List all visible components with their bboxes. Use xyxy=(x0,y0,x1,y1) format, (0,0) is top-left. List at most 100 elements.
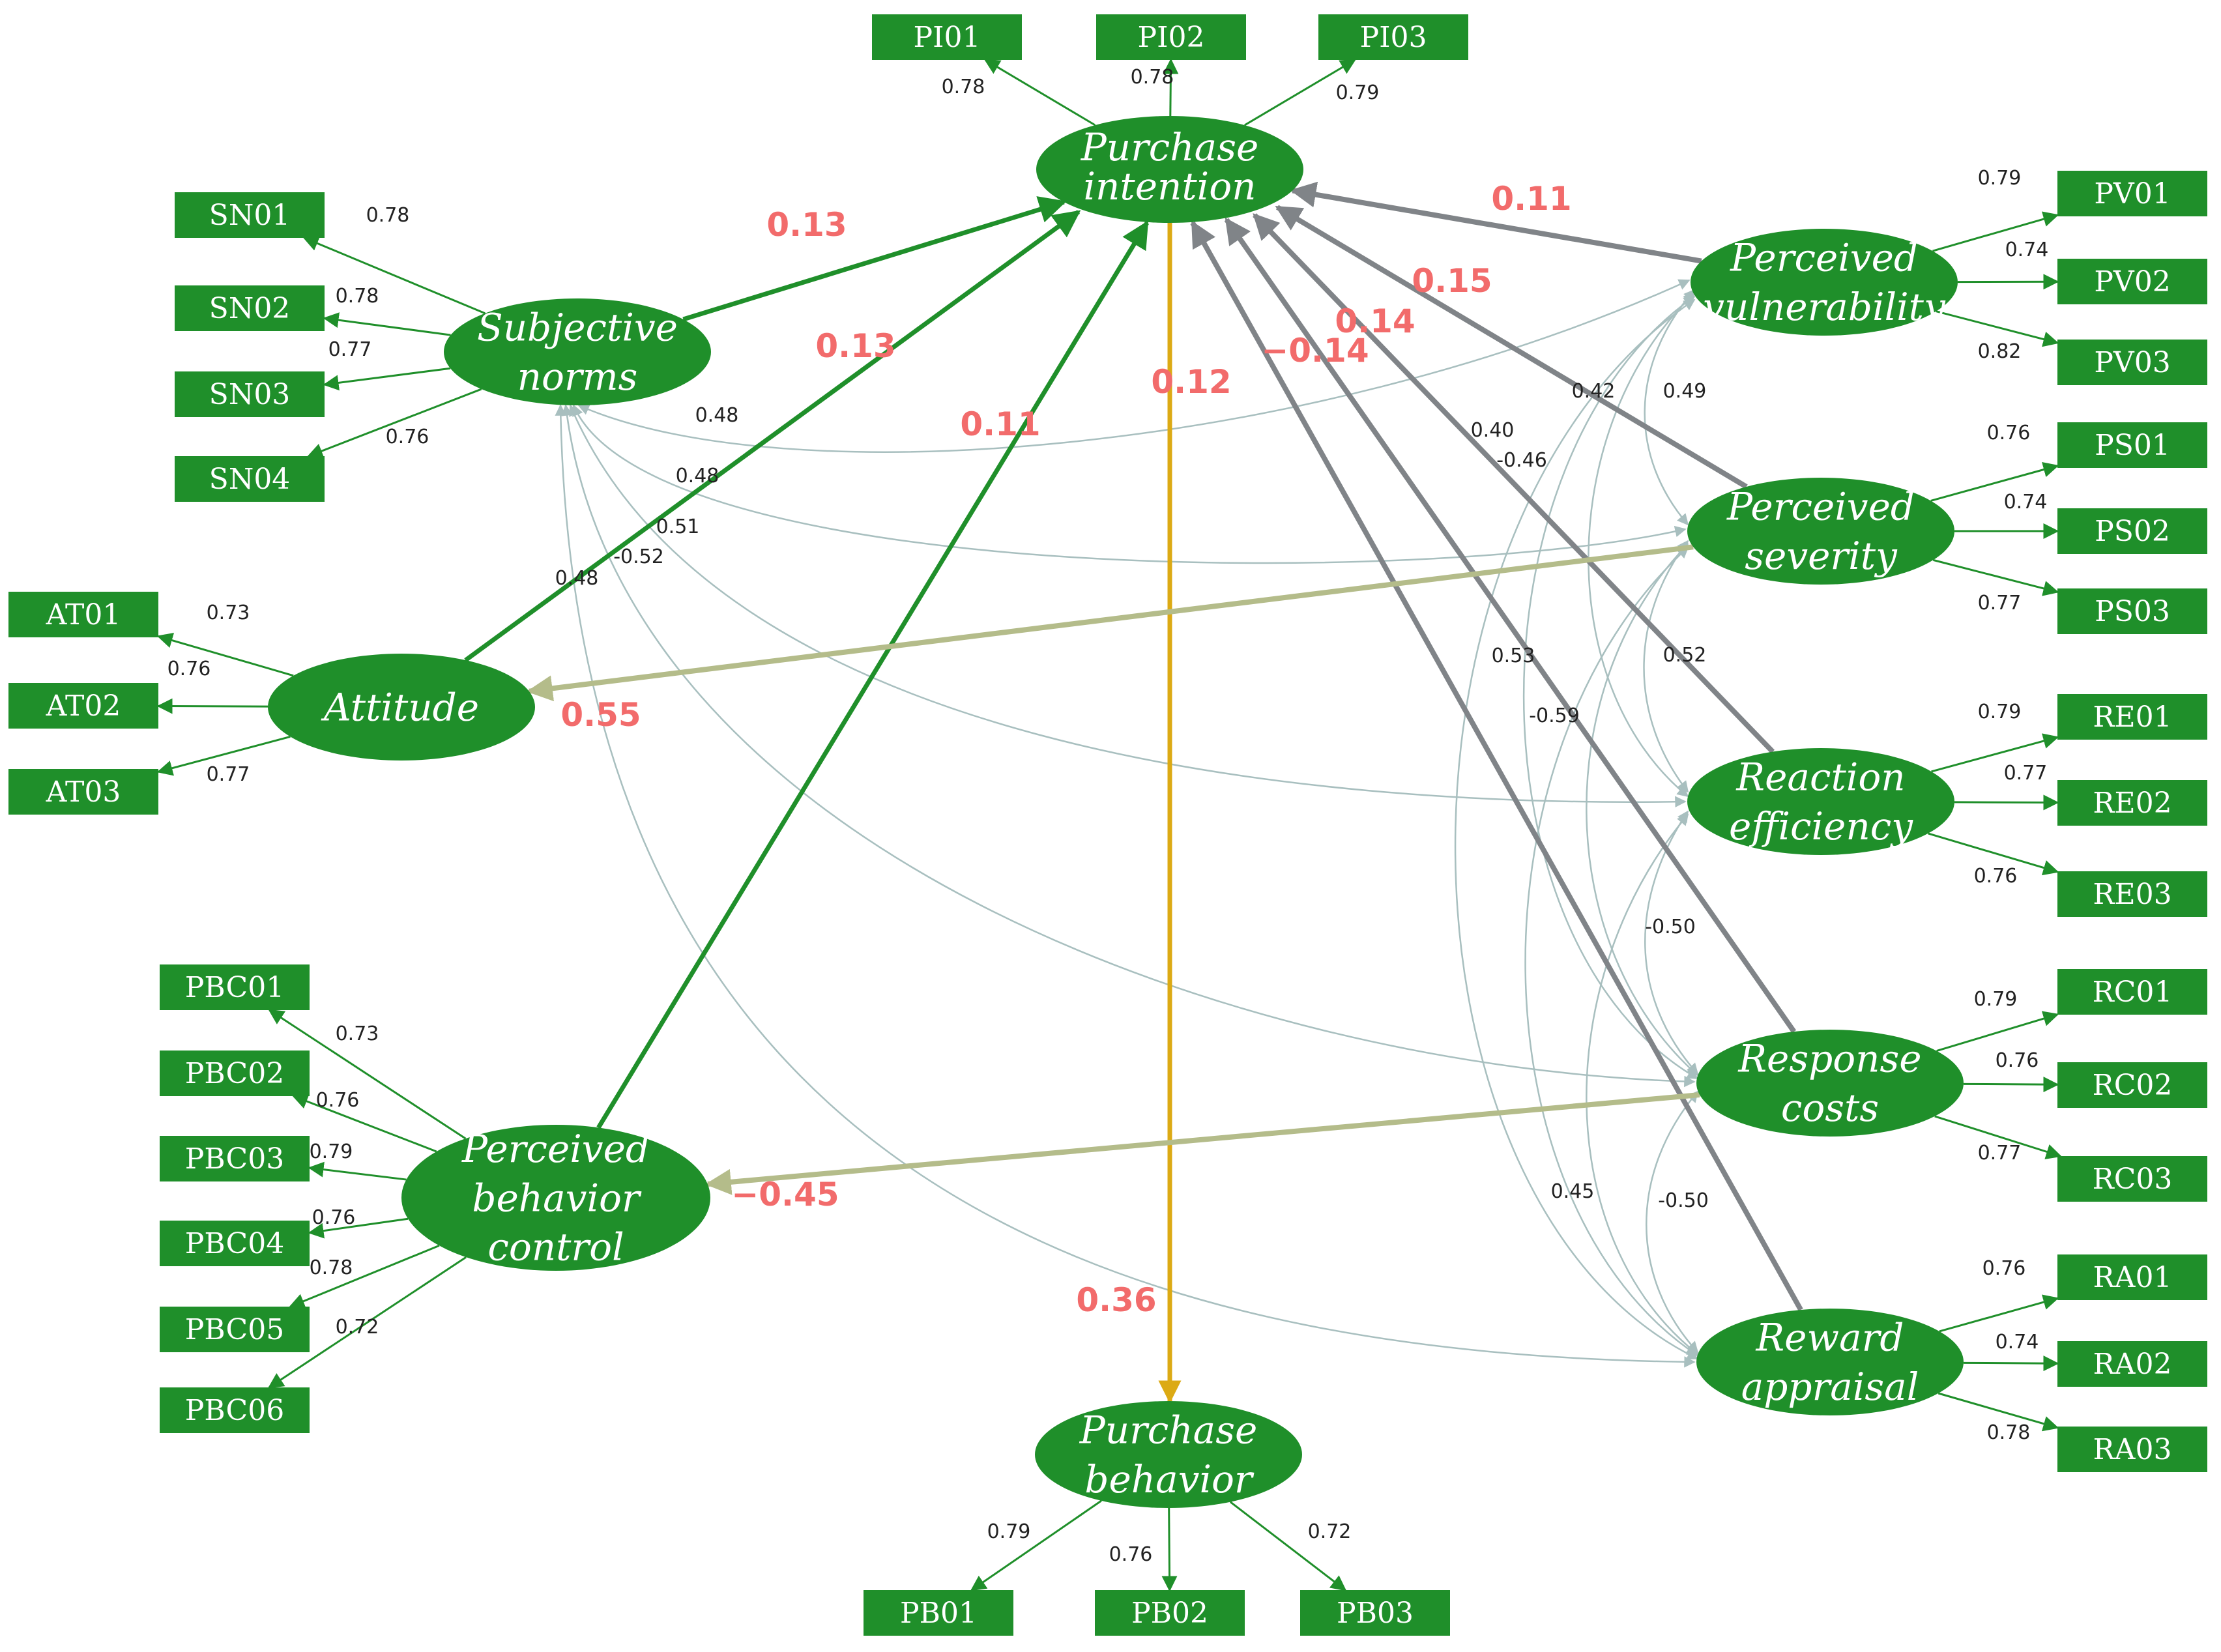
pi-loading-arrow xyxy=(983,59,1096,126)
loading-value-pb03: 0.72 xyxy=(1308,1520,1352,1543)
indicator-label: PI02 xyxy=(1138,21,1205,54)
correlation-value-pv-re: 0.42 xyxy=(1572,380,1616,403)
correlation-curve-pv-ps xyxy=(1644,289,1696,526)
at-loading-arrow xyxy=(156,632,294,677)
indicator-box-sn04: SN04 xyxy=(175,456,325,502)
latent-label: behavior xyxy=(1084,1457,1255,1501)
correlation-curve-ps-ra xyxy=(1524,546,1699,1357)
indicator-label: PBC04 xyxy=(185,1227,284,1260)
latent-label: costs xyxy=(1781,1086,1879,1130)
path-coefficient-pbc-pi: 0.11 xyxy=(960,405,1040,443)
correlation-curve-sn-pv xyxy=(577,279,1691,453)
indicator-label: PB01 xyxy=(900,1597,977,1630)
path-arrow-rc-pi xyxy=(1224,217,1797,1034)
indicator-label: RE01 xyxy=(2093,701,2171,734)
latent-label: efficiency xyxy=(1729,804,1913,848)
correlation-value-ps-re: 0.52 xyxy=(1663,644,1707,667)
loading-value-pi02: 0.78 xyxy=(1131,66,1174,89)
loading-value-ra01: 0.76 xyxy=(1982,1257,2026,1280)
indicator-box-pbc01: PBC01 xyxy=(160,964,310,1010)
indicator-box-pbc04: PBC04 xyxy=(160,1221,310,1266)
indicator-box-pbc06: PBC06 xyxy=(160,1387,310,1433)
indicator-box-pbc05: PBC05 xyxy=(160,1307,310,1352)
latent-label: severity xyxy=(1745,534,1898,578)
indicator-box-pb03: PB03 xyxy=(1300,1590,1450,1636)
path-coefficient-pi-pb: 0.36 xyxy=(1076,1281,1156,1319)
indicator-box-pbc02: PBC02 xyxy=(160,1051,310,1096)
path-coefficient-pv-pi: 0.11 xyxy=(1491,180,1571,218)
pbc-loading-arrow xyxy=(292,1094,437,1153)
correlation-curve-pv-rc xyxy=(1522,295,1699,1080)
indicator-box-ps01: PS01 xyxy=(2057,422,2207,468)
pb-loading-arrow xyxy=(970,1500,1102,1591)
loading-value-pbc05: 0.78 xyxy=(310,1256,353,1279)
correlation-value-ps-rc: 0.53 xyxy=(1492,645,1535,667)
path-coefficient-sn-pi: 0.13 xyxy=(766,206,847,244)
indicator-label: PBC02 xyxy=(185,1057,284,1090)
loading-value-at01: 0.73 xyxy=(207,601,250,624)
loading-value-re02: 0.77 xyxy=(2004,762,2048,785)
indicator-label: PI01 xyxy=(914,21,981,54)
pbc-loading-arrow xyxy=(267,1256,467,1389)
indicator-label: RE02 xyxy=(2093,787,2171,820)
latent-label: behavior xyxy=(472,1176,642,1220)
latent-label: appraisal xyxy=(1741,1365,1919,1409)
latent-label: Subjective xyxy=(477,306,678,350)
loading-value-ra02: 0.74 xyxy=(1996,1331,2039,1354)
indicator-label: PBC05 xyxy=(185,1313,284,1346)
loading-value-pv01: 0.79 xyxy=(1978,167,2022,190)
path-arrow-ra-pi xyxy=(1190,220,1803,1311)
indicator-label: PV01 xyxy=(2094,177,2170,210)
rc-loading-arrow xyxy=(1936,1011,2059,1052)
loading-value-ps03: 0.77 xyxy=(1978,592,2022,615)
correlation-curve-sn-ra xyxy=(555,404,1696,1368)
indicator-box-ra01: RA01 xyxy=(2057,1254,2207,1300)
indicator-label: RC01 xyxy=(2093,976,2173,1009)
loading-value-rc01: 0.79 xyxy=(1974,988,2018,1011)
correlation-value-ps-ra: -0.59 xyxy=(1529,704,1580,727)
sn-loading-arrow xyxy=(307,388,482,459)
indicator-label: PB03 xyxy=(1337,1597,1414,1630)
sn-loading-arrow xyxy=(323,312,451,336)
indicator-box-ps02: PS02 xyxy=(2057,508,2207,554)
indicator-box-ra02: RA02 xyxy=(2057,1341,2207,1387)
loading-value-sn01: 0.78 xyxy=(366,204,410,227)
latent-label: Response xyxy=(1737,1037,1921,1081)
loading-value-pbc03: 0.79 xyxy=(310,1140,353,1163)
path-arrow-pbc-pi xyxy=(596,220,1149,1129)
path-coefficient-at-pi: 0.13 xyxy=(815,327,895,365)
indicator-box-pv03: PV03 xyxy=(2057,340,2207,385)
indicator-box-rc01: RC01 xyxy=(2057,969,2207,1015)
pbc-loading-arrow xyxy=(289,1244,440,1309)
correlation-value-re-rc: -0.50 xyxy=(1645,916,1696,938)
loading-value-ps02: 0.74 xyxy=(2004,491,2048,514)
correlation-curve-re-rc xyxy=(1644,810,1699,1075)
ra-loading-arrow xyxy=(1939,1294,2059,1333)
pb-loading-arrow xyxy=(1161,1507,1178,1592)
path-arrow-ps-pi xyxy=(1275,205,1748,489)
loading-value-rc02: 0.76 xyxy=(1996,1049,2039,1072)
loading-value-pi03: 0.79 xyxy=(1336,81,1380,104)
indicator-label: RC03 xyxy=(2093,1163,2173,1196)
indicator-box-re01: RE01 xyxy=(2057,694,2207,740)
sn-loading-arrow xyxy=(302,236,486,315)
path-coefficient-ps-at: 0.55 xyxy=(560,696,641,734)
indicator-label: RA03 xyxy=(2093,1433,2172,1466)
indicator-label: RC02 xyxy=(2093,1069,2173,1102)
path-coefficient-re-pi: 0.14 xyxy=(1335,302,1415,340)
correlation-value-pv-ps: 0.49 xyxy=(1663,380,1707,403)
pb-loading-arrow xyxy=(1229,1501,1347,1591)
loading-value-sn02: 0.78 xyxy=(336,285,379,308)
latent-label: vulnerability xyxy=(1703,285,1946,329)
path-coefficient-ra-pi: 0.12 xyxy=(1151,363,1231,401)
indicator-label: PS03 xyxy=(2095,595,2170,628)
latent-rc: Response costs xyxy=(1696,1030,1964,1137)
ps-loading-arrow xyxy=(1933,558,2059,596)
indicator-label: PBC06 xyxy=(185,1394,284,1427)
correlation-value-sn-ra: 0.48 xyxy=(555,567,599,590)
